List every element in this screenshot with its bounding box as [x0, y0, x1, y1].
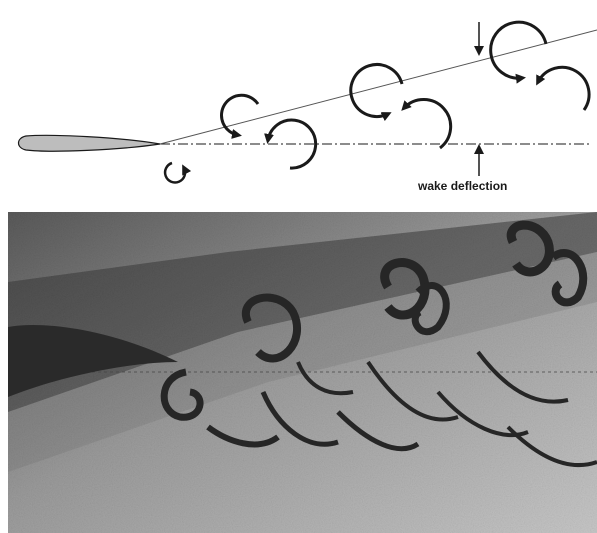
vortex-schematic: wake deflection — [0, 0, 597, 212]
wake-deflection-label: wake deflection — [417, 179, 507, 193]
vortex-arrow — [404, 100, 451, 148]
flow-visualization-photo — [8, 212, 597, 533]
starting-vortex-arrow — [165, 163, 185, 183]
airfoil-shape — [19, 135, 161, 151]
vortex-arrow — [538, 67, 589, 110]
vortex-arrow — [222, 95, 258, 135]
vortex-arrow — [351, 65, 402, 117]
